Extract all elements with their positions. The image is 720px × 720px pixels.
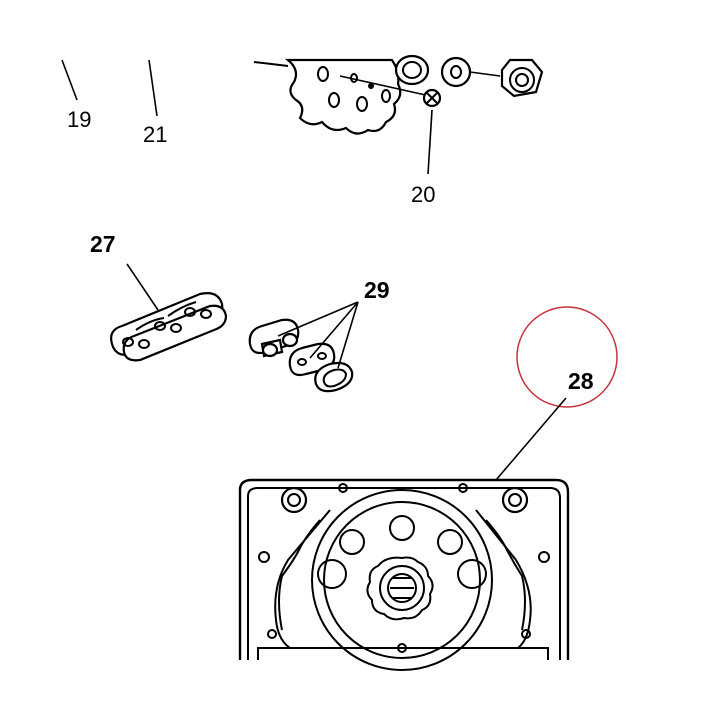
leader-29 bbox=[277, 301, 359, 369]
callout-19: 19 bbox=[67, 107, 91, 132]
leader-27 bbox=[126, 263, 159, 311]
callout-28: 28 bbox=[568, 368, 594, 394]
callout-29: 29 bbox=[364, 277, 390, 303]
callout-21: 21 bbox=[143, 122, 167, 147]
leader-lines-top bbox=[61, 59, 433, 175]
leader-28 bbox=[495, 397, 567, 481]
callout-27: 27 bbox=[90, 231, 116, 257]
highlight-circle bbox=[516, 306, 618, 408]
master-link bbox=[248, 318, 354, 393]
rear-sprocket-assembly bbox=[253, 54, 544, 135]
sprocket-cover-plate bbox=[238, 478, 570, 671]
chain-section bbox=[110, 292, 228, 362]
callout-20: 20 bbox=[411, 182, 435, 207]
